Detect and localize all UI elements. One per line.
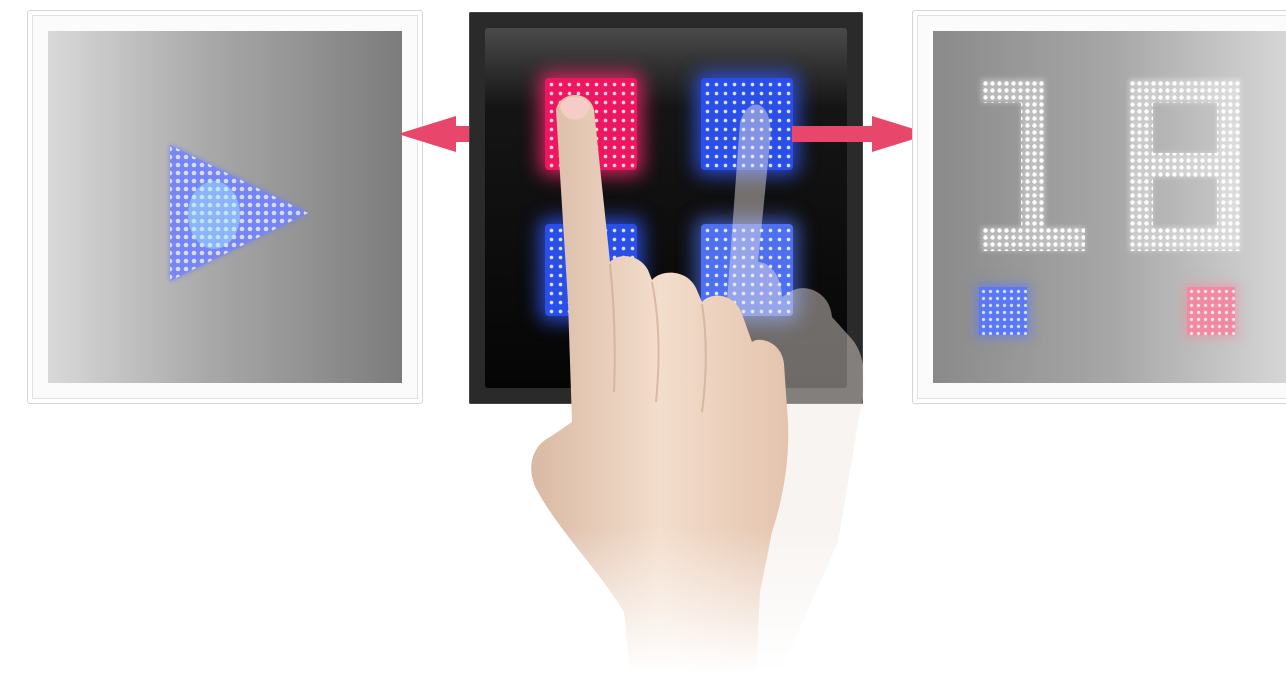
left-display-screen xyxy=(48,31,402,383)
swipe-hand-icon xyxy=(520,92,920,674)
digit-8 xyxy=(1129,79,1241,251)
right-display-panel xyxy=(912,10,1286,404)
right-display-screen xyxy=(933,31,1286,383)
indicator-left xyxy=(979,287,1027,335)
arrow-left-icon xyxy=(398,116,506,152)
play-triangle-icon xyxy=(166,137,316,292)
left-display-panel xyxy=(27,10,423,404)
indicator-right xyxy=(1187,287,1235,335)
digit-1 xyxy=(981,79,1085,251)
numeric-display xyxy=(981,79,1241,251)
